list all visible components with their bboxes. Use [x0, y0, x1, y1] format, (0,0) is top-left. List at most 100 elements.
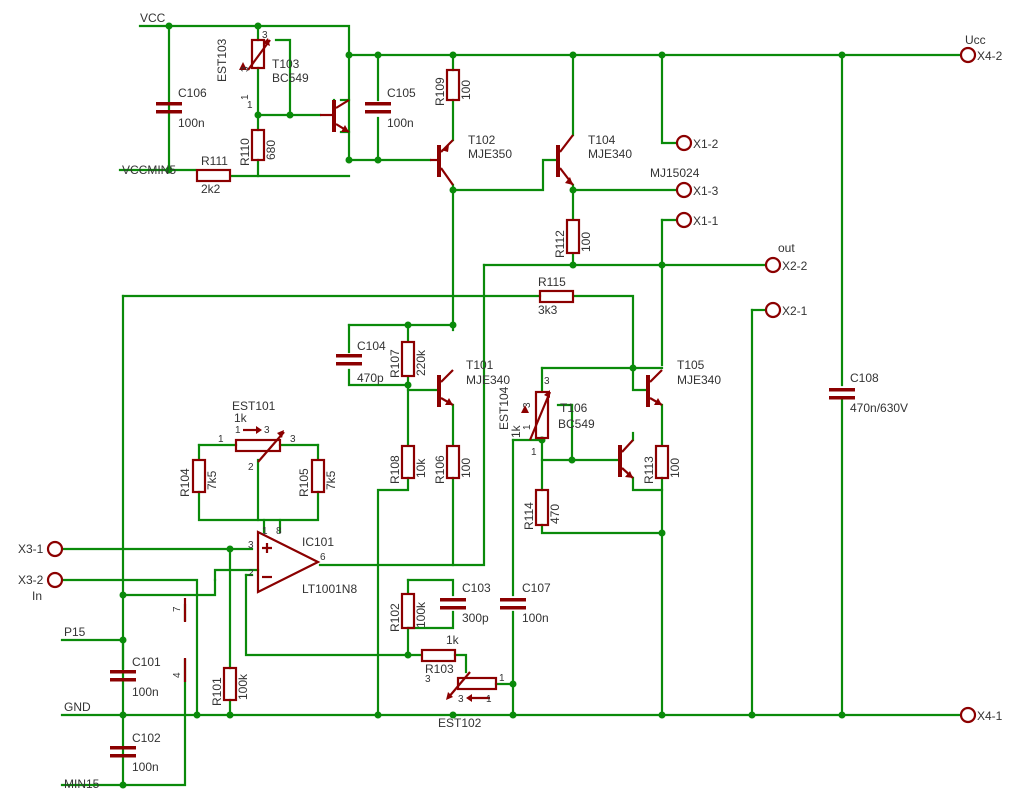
- svg-text:C105: C105: [387, 86, 416, 100]
- labels: VCC VCCMIN5 Ucc out In P15 GND MIN15 X4-…: [18, 11, 1003, 791]
- label-x1-2: X1-2: [693, 137, 719, 151]
- svg-text:MJE340: MJE340: [588, 147, 632, 161]
- transistor-t106: [618, 439, 634, 479]
- connector-x3-1: [46, 540, 64, 558]
- svg-text:R103: R103: [425, 662, 454, 676]
- svg-text:1: 1: [247, 100, 253, 111]
- svg-text:C102: C102: [132, 731, 161, 745]
- transistor-t105: [646, 369, 663, 407]
- svg-text:7k5: 7k5: [324, 470, 338, 490]
- svg-text:2: 2: [248, 462, 254, 473]
- capacitor-c102: [110, 746, 136, 758]
- svg-text:2k2: 2k2: [201, 182, 221, 196]
- resistor-r108: [400, 444, 416, 480]
- resistor-r112: [565, 218, 581, 255]
- transistor-t104: [556, 134, 574, 186]
- svg-text:R108: R108: [388, 455, 402, 484]
- svg-text:300p: 300p: [462, 611, 489, 625]
- capacitor-c101: [110, 670, 136, 682]
- resistor-r109: [445, 68, 461, 102]
- resistor-r101: [222, 666, 238, 702]
- svg-text:3: 3: [544, 376, 550, 387]
- connector-x2-2: [764, 256, 782, 274]
- svg-text:3: 3: [425, 674, 431, 685]
- connector-x2-1: [764, 301, 782, 319]
- svg-text:1k: 1k: [234, 411, 248, 425]
- connector-x4-1: [959, 706, 977, 724]
- net-gnd: GND: [64, 700, 91, 714]
- svg-text:R105: R105: [297, 468, 311, 497]
- svg-text:MJ15024: MJ15024: [650, 166, 700, 180]
- resistor-r111: [195, 168, 232, 183]
- svg-text:1: 1: [218, 434, 224, 445]
- svg-text:T103: T103: [272, 57, 300, 71]
- svg-text:R104: R104: [178, 468, 192, 497]
- svg-text:R107: R107: [388, 349, 402, 378]
- svg-text:3: 3: [248, 540, 254, 551]
- svg-text:IC101: IC101: [302, 535, 334, 549]
- capacitor-c103: [440, 598, 466, 610]
- net-min15: MIN15: [64, 777, 100, 791]
- label-x1-1: X1-1: [693, 214, 719, 228]
- svg-text:MJE350: MJE350: [468, 147, 512, 161]
- trimmer-est103: [239, 38, 271, 71]
- svg-text:T106: T106: [560, 401, 588, 415]
- svg-text:2: 2: [248, 568, 254, 579]
- resistor-r110: [250, 128, 266, 162]
- connector-x1-1: [675, 211, 693, 229]
- svg-text:1: 1: [262, 526, 268, 537]
- trimmer-est101: [234, 426, 285, 463]
- svg-text:3: 3: [262, 30, 268, 41]
- capacitors: [110, 102, 855, 758]
- svg-text:BC549: BC549: [272, 71, 309, 85]
- svg-text:3: 3: [458, 694, 464, 705]
- net-in: In: [32, 589, 42, 603]
- svg-text:100n: 100n: [178, 116, 205, 130]
- svg-text:R109: R109: [433, 77, 447, 106]
- svg-text:EST104: EST104: [497, 386, 511, 430]
- resistor-r107: [400, 340, 416, 378]
- label-x3-2: X3-2: [18, 573, 44, 587]
- junction-dots: [119, 22, 846, 789]
- net-vccmin5: VCCMIN5: [122, 163, 176, 177]
- resistor-r113: [654, 444, 670, 480]
- capacitor-c106: [156, 102, 182, 114]
- svg-text:100: 100: [668, 458, 682, 478]
- resistor-r105: [310, 458, 326, 494]
- svg-text:R115: R115: [538, 275, 566, 289]
- capacitor-c107: [500, 598, 526, 610]
- label-x4-2: X4-2: [977, 49, 1003, 63]
- svg-text:3: 3: [290, 434, 296, 445]
- label-x4-1: X4-1: [977, 709, 1003, 723]
- svg-text:1: 1: [240, 94, 251, 100]
- svg-text:BC549: BC549: [558, 417, 595, 431]
- svg-text:220k: 220k: [414, 349, 428, 376]
- svg-text:C104: C104: [357, 339, 386, 353]
- svg-text:T104: T104: [588, 133, 616, 147]
- svg-text:LT1001N8: LT1001N8: [302, 582, 357, 596]
- net-ucc: Ucc: [965, 33, 986, 47]
- svg-text:C106: C106: [178, 86, 207, 100]
- svg-text:1: 1: [522, 424, 533, 430]
- svg-text:MJE340: MJE340: [466, 373, 510, 387]
- svg-text:1k: 1k: [509, 424, 523, 438]
- resistor-r106: [445, 444, 461, 480]
- resistor-r115: [538, 289, 575, 304]
- connector-x1-2: [675, 134, 693, 152]
- svg-text:EST103: EST103: [215, 38, 229, 82]
- svg-text:R114: R114: [522, 502, 536, 530]
- svg-text:C101: C101: [132, 655, 161, 669]
- label-x2-2: X2-2: [782, 259, 808, 273]
- svg-text:100k: 100k: [236, 673, 250, 700]
- svg-text:T105: T105: [677, 358, 705, 372]
- svg-text:1: 1: [235, 425, 241, 436]
- svg-text:3: 3: [522, 402, 533, 408]
- svg-text:470p: 470p: [357, 371, 384, 385]
- svg-text:100n: 100n: [522, 611, 549, 625]
- svg-text:C103: C103: [462, 581, 491, 595]
- svg-text:100k: 100k: [414, 601, 428, 628]
- svg-text:R111: R111: [201, 154, 228, 168]
- svg-text:470n/630V: 470n/630V: [850, 401, 908, 415]
- connector-x4-2: [959, 46, 977, 64]
